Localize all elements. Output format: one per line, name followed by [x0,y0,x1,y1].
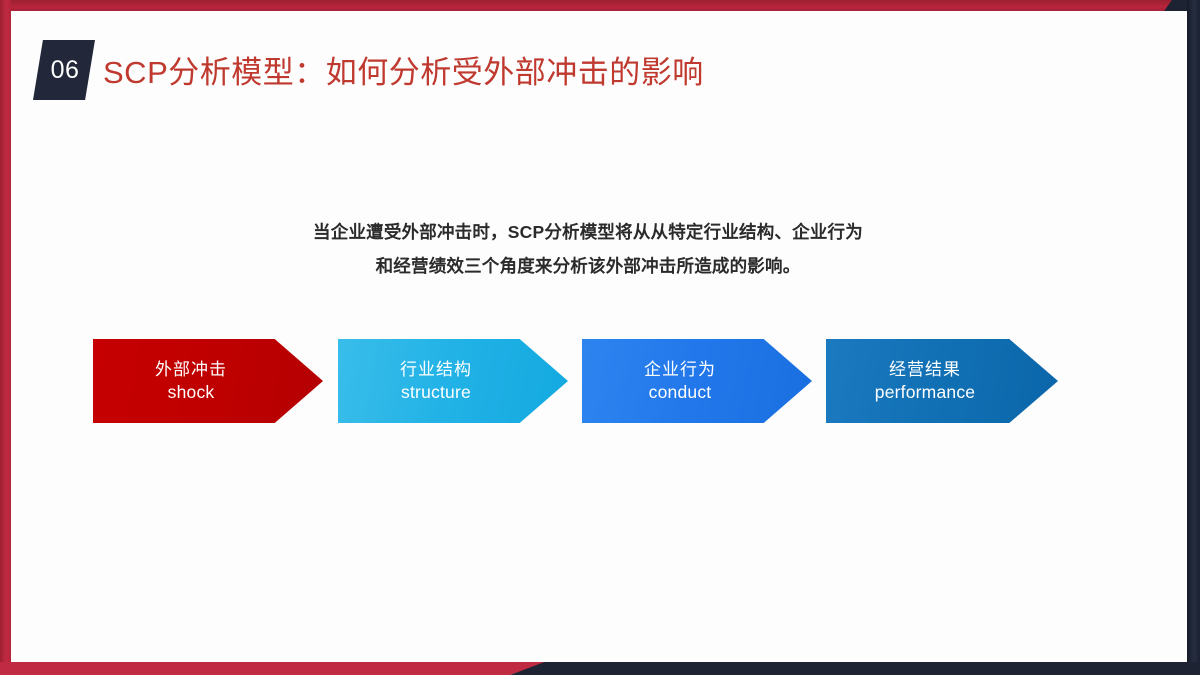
page-title: SCP分析模型：如何分析受外部冲击的影响 [103,55,704,90]
frame-left-band [0,0,11,675]
flow-step-shock[interactable]: 外部冲击 shock [93,339,323,423]
flow-step-shock-en: shock [167,382,215,402]
flow-step-performance-cn: 经营结果 [889,360,961,379]
section-number-badge: 06 [33,40,95,100]
slide-canvas [11,11,1187,662]
frame-top-band [0,0,1200,11]
flow-step-performance[interactable]: 经营结果 performance [826,339,1058,423]
flow-step-conduct-en: conduct [648,382,712,402]
slide-header: 06 SCP分析模型：如何分析受外部冲击的影响 [0,25,1176,105]
flow-step-conduct-cn: 企业行为 [644,360,716,379]
flow-step-structure-cn: 行业结构 [400,360,472,379]
lead-paragraph: 当企业遭受外部冲击时，SCP分析模型将从从特定行业结构、企业行为 和经营绩效三个… [0,215,1176,283]
lead-line-1: 当企业遭受外部冲击时，SCP分析模型将从从特定行业结构、企业行为 [313,222,863,242]
flow-step-conduct[interactable]: 企业行为 conduct [582,339,812,423]
flow-step-structure[interactable]: 行业结构 structure [338,339,568,423]
frame-bottom-red-band [0,662,548,675]
frame-right-band [1187,0,1200,675]
lead-line-2: 和经营绩效三个角度来分析该外部冲击所造成的影响。 [375,256,801,276]
flow-step-shock-cn: 外部冲击 [155,360,227,379]
flow-step-performance-en: performance [874,382,976,402]
frame-top-navy-accent [1164,0,1200,11]
scp-chevron-flow: 外部冲击 shock 行业结构 structure 企业行为 conduct 经… [93,339,1068,424]
flow-step-structure-en: structure [401,382,471,402]
frame-bottom-navy-band [510,662,1200,675]
section-number-label: 06 [50,55,80,84]
